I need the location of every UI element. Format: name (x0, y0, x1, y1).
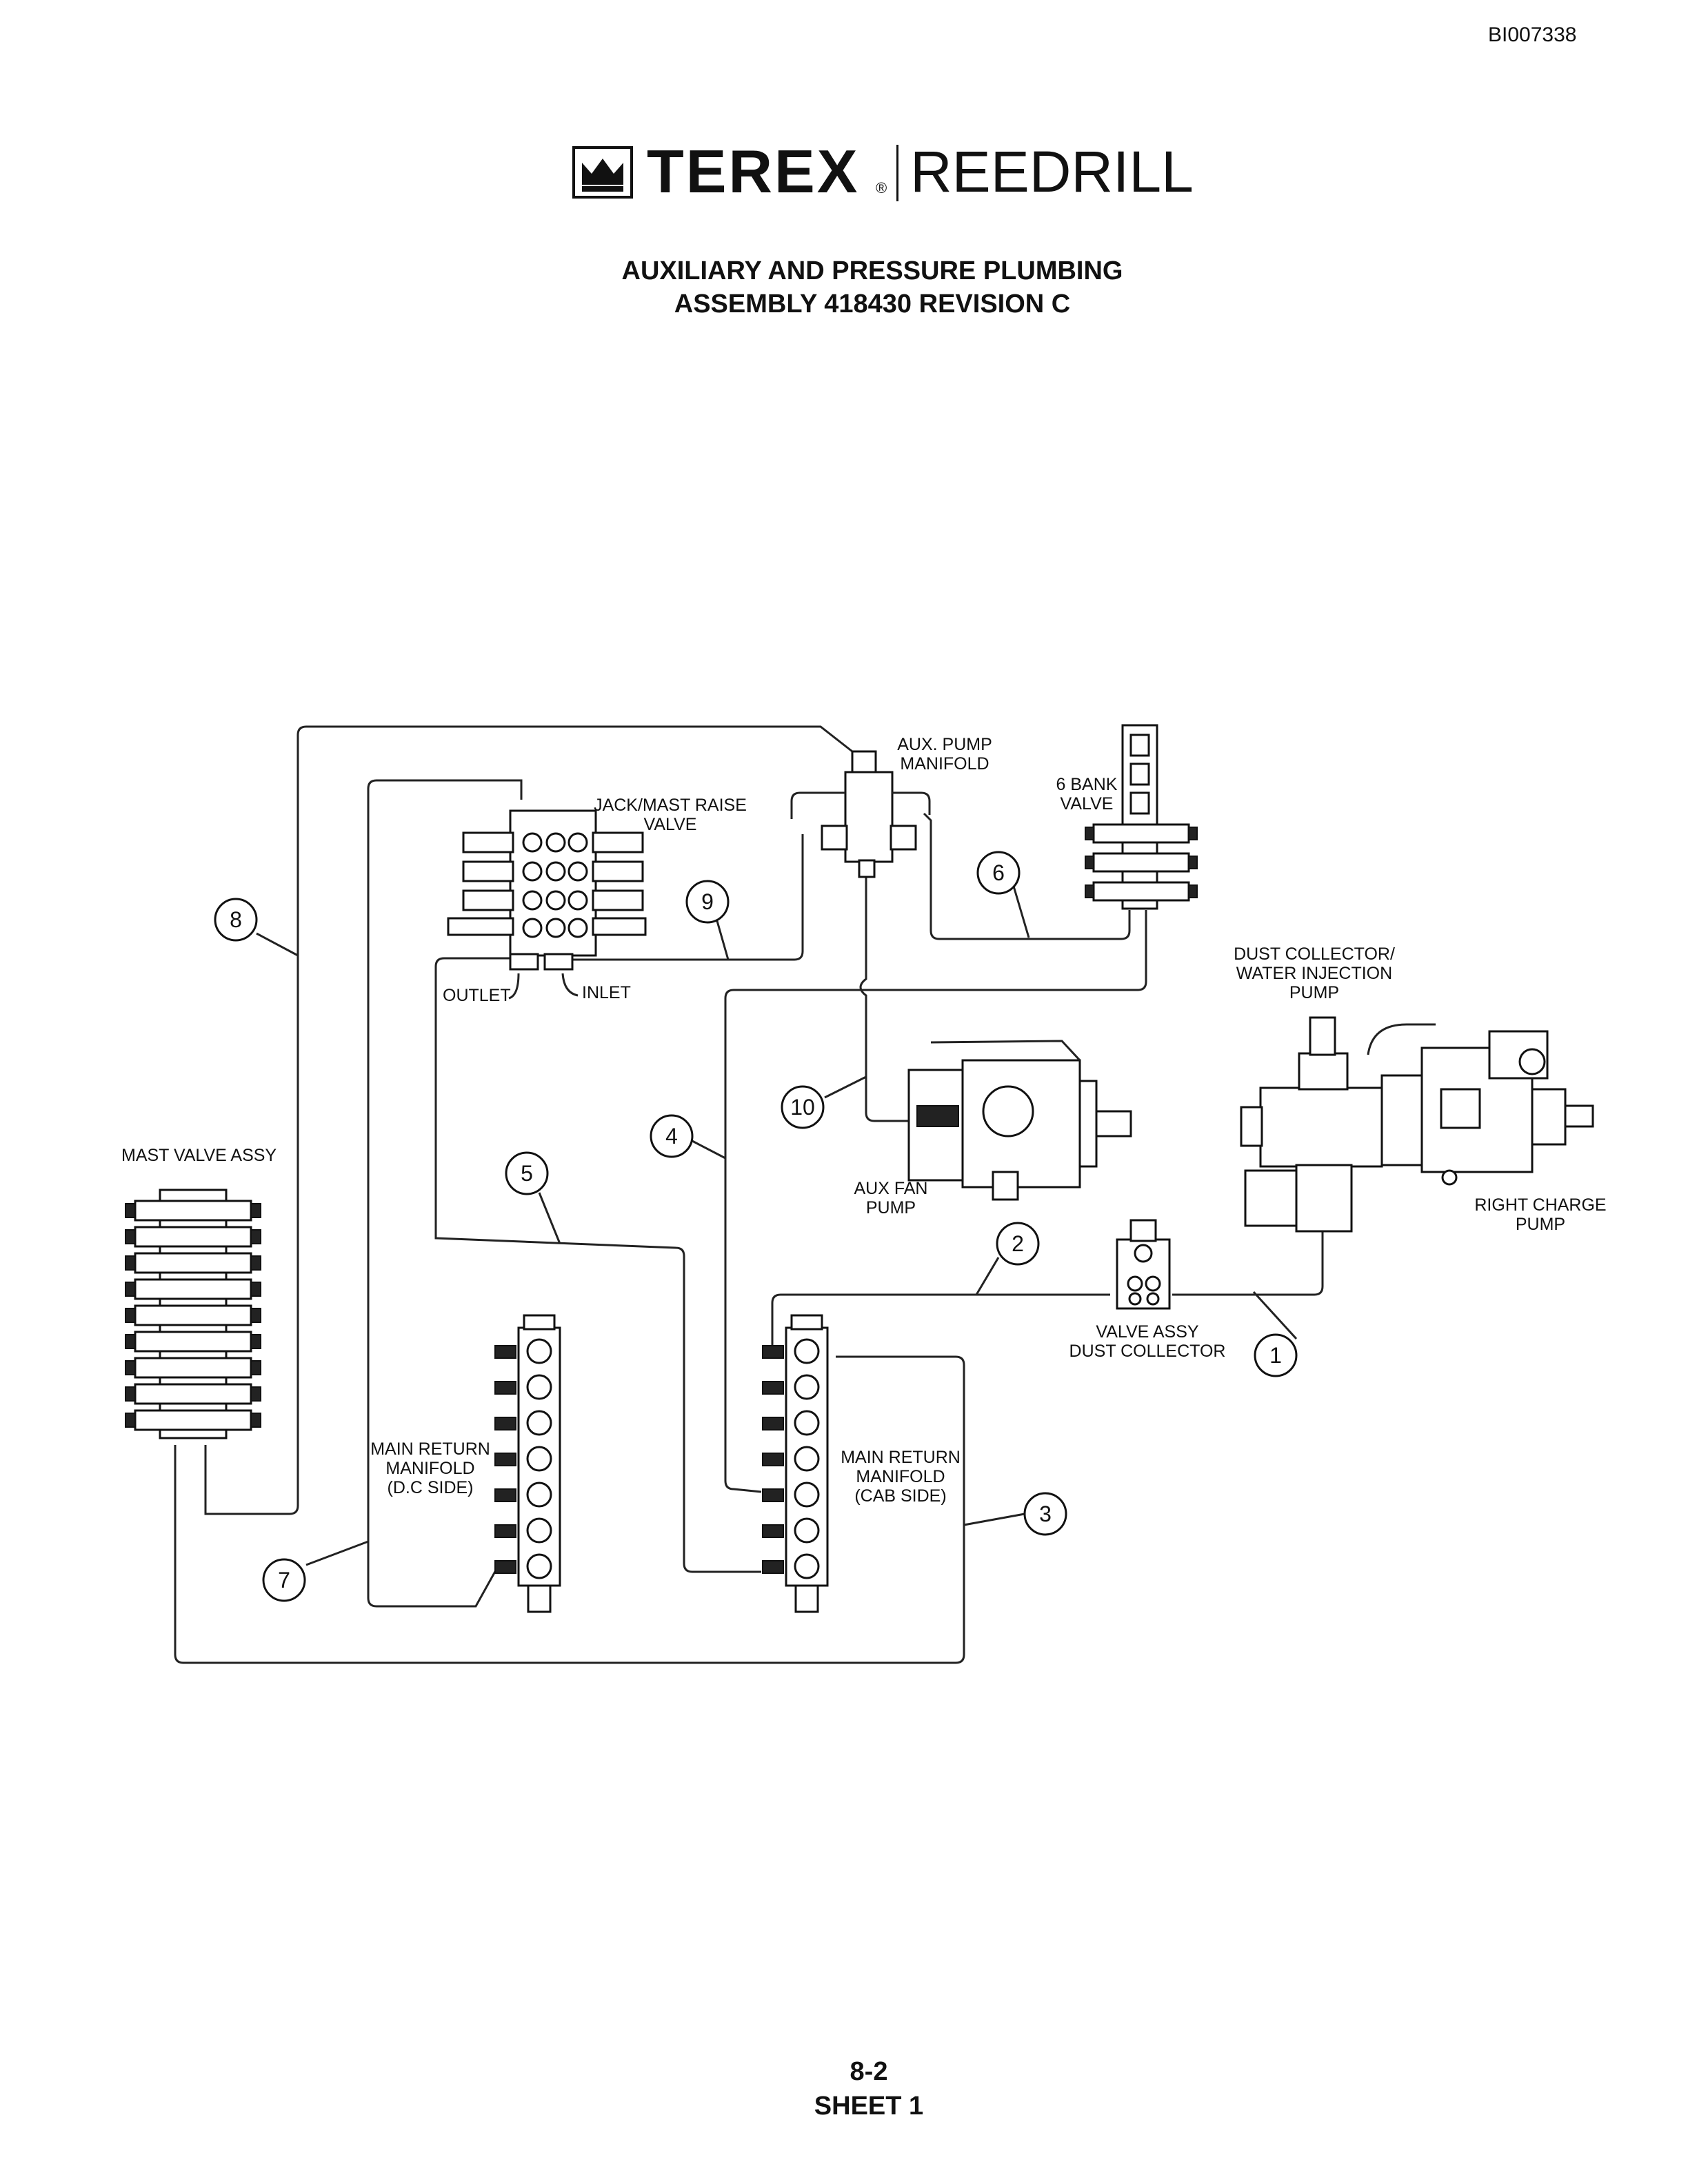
label-jack-mast-raise-valve-2: VALVE (644, 815, 697, 834)
aux-pump-manifold (790, 750, 931, 878)
document-id: BI007338 (1488, 23, 1577, 46)
label-main-return-cab-2: MANIFOLD (856, 1467, 945, 1486)
label-six-bank-valve-1: 6 BANK (1056, 775, 1118, 794)
label-aux-pump-manifold-2: MANIFOLD (900, 754, 989, 774)
label-main-return-cab-3: (CAB SIDE) (854, 1486, 946, 1506)
label-dust-collector-pump-3: PUMP (1289, 983, 1339, 1002)
label-valve-assy-dust-collector-2: DUST COLLECTOR (1069, 1342, 1226, 1361)
callout-3: 3 (1023, 1492, 1067, 1536)
logo-registered-mark: ® (876, 179, 887, 196)
label-aux-fan-pump-2: PUMP (866, 1198, 916, 1217)
hose-lines (174, 725, 1324, 1664)
callout-2: 2 (996, 1222, 1040, 1266)
jack-mast-raise-valve (447, 809, 647, 971)
label-mast-valve-assy: MAST VALVE ASSY (121, 1146, 277, 1165)
valve-assy-dust-collector (1116, 1219, 1171, 1310)
mast-valve-assy (125, 1189, 261, 1439)
label-dust-collector-pump-2: WATER INJECTION (1236, 964, 1392, 983)
main-return-manifold-cab (762, 1314, 829, 1613)
callout-balloons: 1 2 3 4 5 6 7 8 (214, 851, 1298, 1602)
svg-text:9: 9 (701, 889, 714, 914)
six-bank-valve (1085, 724, 1198, 910)
label-main-return-dc-2: MANIFOLD (385, 1459, 474, 1478)
main-return-manifold-dc (494, 1314, 561, 1613)
callout-4: 4 (650, 1114, 694, 1158)
hose-3 (174, 1355, 965, 1664)
svg-text:5: 5 (521, 1161, 533, 1186)
label-aux-fan-pump-1: AUX FAN (854, 1179, 928, 1198)
logo-terex: TEREX (647, 137, 860, 205)
callout-10: 10 (781, 1085, 825, 1129)
svg-text:8: 8 (230, 907, 242, 932)
dust-collector-water-injection-pump (1240, 1016, 1436, 1233)
right-charge-pump (1380, 1030, 1594, 1186)
svg-text:10: 10 (790, 1095, 815, 1120)
callout-1: 1 (1254, 1333, 1298, 1377)
callout-6: 6 (976, 851, 1021, 895)
label-main-return-dc-1: MAIN RETURN (370, 1439, 490, 1459)
label-main-return-dc-3: (D.C SIDE) (388, 1478, 474, 1497)
terex-crown-icon (572, 146, 633, 199)
label-dust-collector-pump-1: DUST COLLECTOR/ (1234, 944, 1395, 964)
title-line-2: ASSEMBLY 418430 REVISION C (674, 290, 1071, 318)
title-line-1: AUXILIARY AND PRESSURE PLUMBING (621, 256, 1123, 285)
hose-1 (1172, 1220, 1324, 1296)
sheet-label: SHEET 1 (814, 2092, 924, 2121)
svg-text:3: 3 (1039, 1502, 1052, 1526)
hose-10 (859, 869, 917, 1122)
hose-8 (204, 725, 853, 1515)
label-right-charge-pump-1: RIGHT CHARGE (1474, 1195, 1606, 1215)
hose-9 (552, 834, 804, 961)
svg-text:1: 1 (1269, 1343, 1282, 1368)
aux-fan-pump (907, 1040, 1132, 1201)
label-outlet: OUTLET (443, 986, 511, 1005)
label-jack-mast-raise-valve-1: JACK/MAST RAISE (594, 796, 747, 815)
logo-divider (896, 145, 898, 201)
callout-5: 5 (505, 1151, 549, 1195)
callout-8: 8 (214, 898, 258, 942)
logo-reedrill: REEDRILL (910, 139, 1194, 204)
svg-text:6: 6 (992, 860, 1005, 885)
svg-text:4: 4 (665, 1124, 678, 1149)
hose-5 (434, 957, 761, 1573)
mast-valve-sections (125, 1200, 261, 1431)
hose-2 (771, 1293, 1110, 1355)
callout-9: 9 (685, 880, 730, 924)
label-valve-assy-dust-collector-1: VALVE ASSY (1096, 1322, 1198, 1342)
label-inlet: INLET (582, 983, 631, 1002)
hose-4 (724, 910, 1147, 1493)
label-six-bank-valve-2: VALVE (1061, 794, 1114, 813)
svg-text:7: 7 (278, 1568, 290, 1593)
component-labels: AUX. PUMP MANIFOLD JACK/MAST RAISE VALVE… (121, 735, 1607, 1506)
hose-6 (923, 812, 1131, 940)
label-aux-pump-manifold-1: AUX. PUMP (897, 735, 992, 754)
page-number: 8-2 (850, 2057, 888, 2086)
callout-7: 7 (262, 1558, 306, 1602)
hose-7 (367, 779, 523, 1608)
label-right-charge-pump-2: PUMP (1516, 1215, 1565, 1234)
svg-text:2: 2 (1012, 1231, 1024, 1256)
callout-leaders (256, 876, 1298, 1566)
label-main-return-cab-1: MAIN RETURN (841, 1448, 961, 1467)
terex-reedrill-logo: TEREX ® REEDRILL (572, 141, 1200, 203)
